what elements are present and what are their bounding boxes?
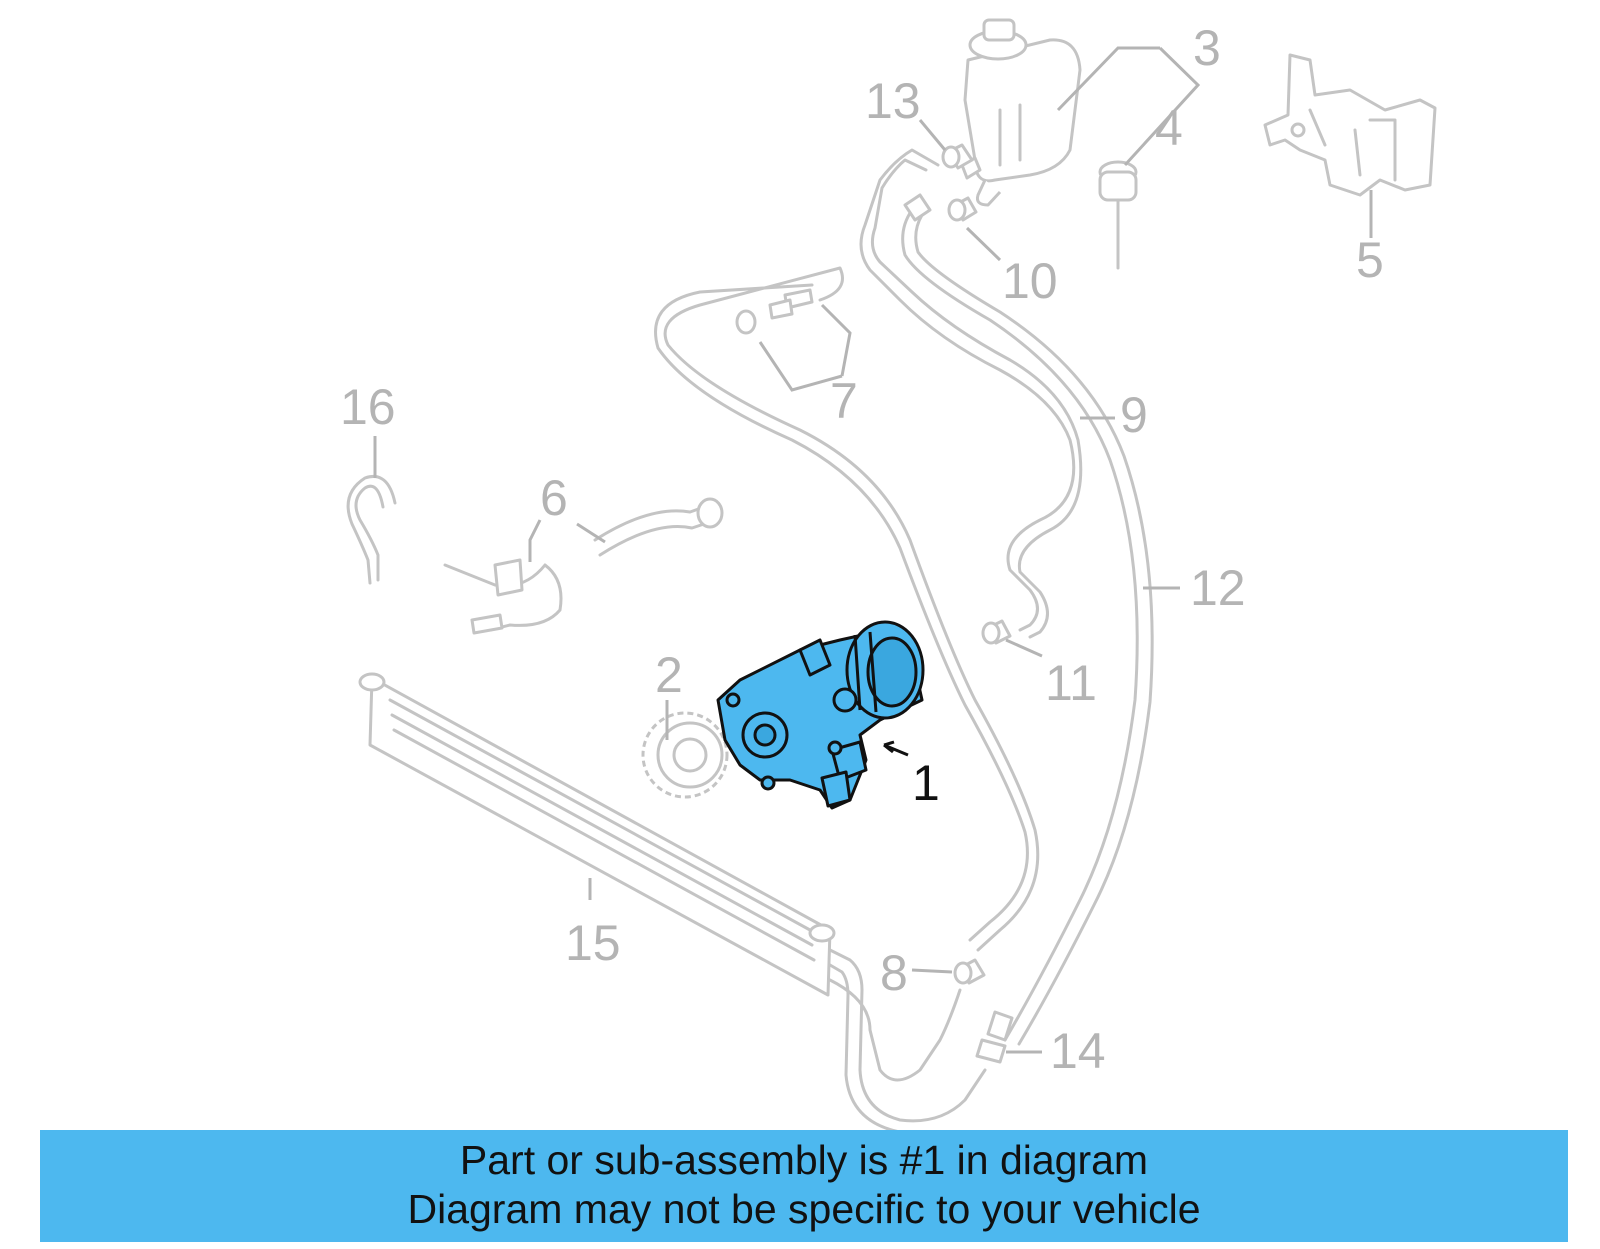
part-7-hose — [859, 148, 1083, 639]
part-12-line — [901, 193, 1154, 1046]
callout-6: 6 — [540, 470, 568, 526]
callout-15: 15 — [565, 915, 621, 971]
callout-16: 16 — [340, 379, 396, 435]
part-11-fitting — [981, 619, 1012, 645]
callout-3: 3 — [1193, 20, 1221, 76]
part-1-pump — [716, 620, 925, 810]
callout-10: 10 — [1002, 253, 1058, 309]
cooler-lines — [828, 948, 987, 1130]
callout-13: 13 — [865, 73, 921, 129]
part-14-clamp — [975, 1010, 1014, 1064]
callout-labels: 1 2 3 4 5 6 7 8 9 10 11 12 13 14 15 16 — [340, 20, 1384, 1079]
leader-lines — [373, 46, 1373, 1054]
callout-7: 7 — [830, 373, 858, 429]
part-10-fitting — [947, 196, 978, 222]
part-3-reservoir — [960, 18, 1082, 207]
part-15-cooler — [358, 672, 836, 997]
part-16-clip — [346, 475, 397, 585]
callout-9: 9 — [1120, 387, 1148, 443]
part-4-cap — [1098, 160, 1138, 270]
part-7-line — [654, 266, 1040, 952]
caption-line-1: Part or sub-assembly is #1 in diagram — [459, 1137, 1149, 1183]
callout-14: 14 — [1050, 1023, 1106, 1079]
parts-diagram: 1 2 3 4 5 6 7 8 9 10 11 12 13 14 15 16 — [340, 18, 1437, 1130]
part-5-bracket — [1263, 53, 1437, 197]
callout-1: 1 — [912, 755, 940, 811]
caption-line-2: Diagram may not be specific to your vehi… — [407, 1186, 1201, 1232]
part-13-fitting — [941, 143, 974, 170]
caption-banner: Part or sub-assembly is #1 in diagram Di… — [40, 1130, 1568, 1242]
callout-2: 2 — [655, 647, 683, 703]
callout-11: 11 — [1045, 655, 1097, 711]
callout-5: 5 — [1356, 232, 1384, 288]
callout-12: 12 — [1190, 560, 1246, 616]
callout-8: 8 — [880, 945, 908, 1001]
part-8-fitting — [953, 958, 986, 985]
part-6-lines — [443, 497, 724, 635]
part-2-pulley — [641, 711, 729, 799]
callout-4: 4 — [1155, 100, 1183, 156]
